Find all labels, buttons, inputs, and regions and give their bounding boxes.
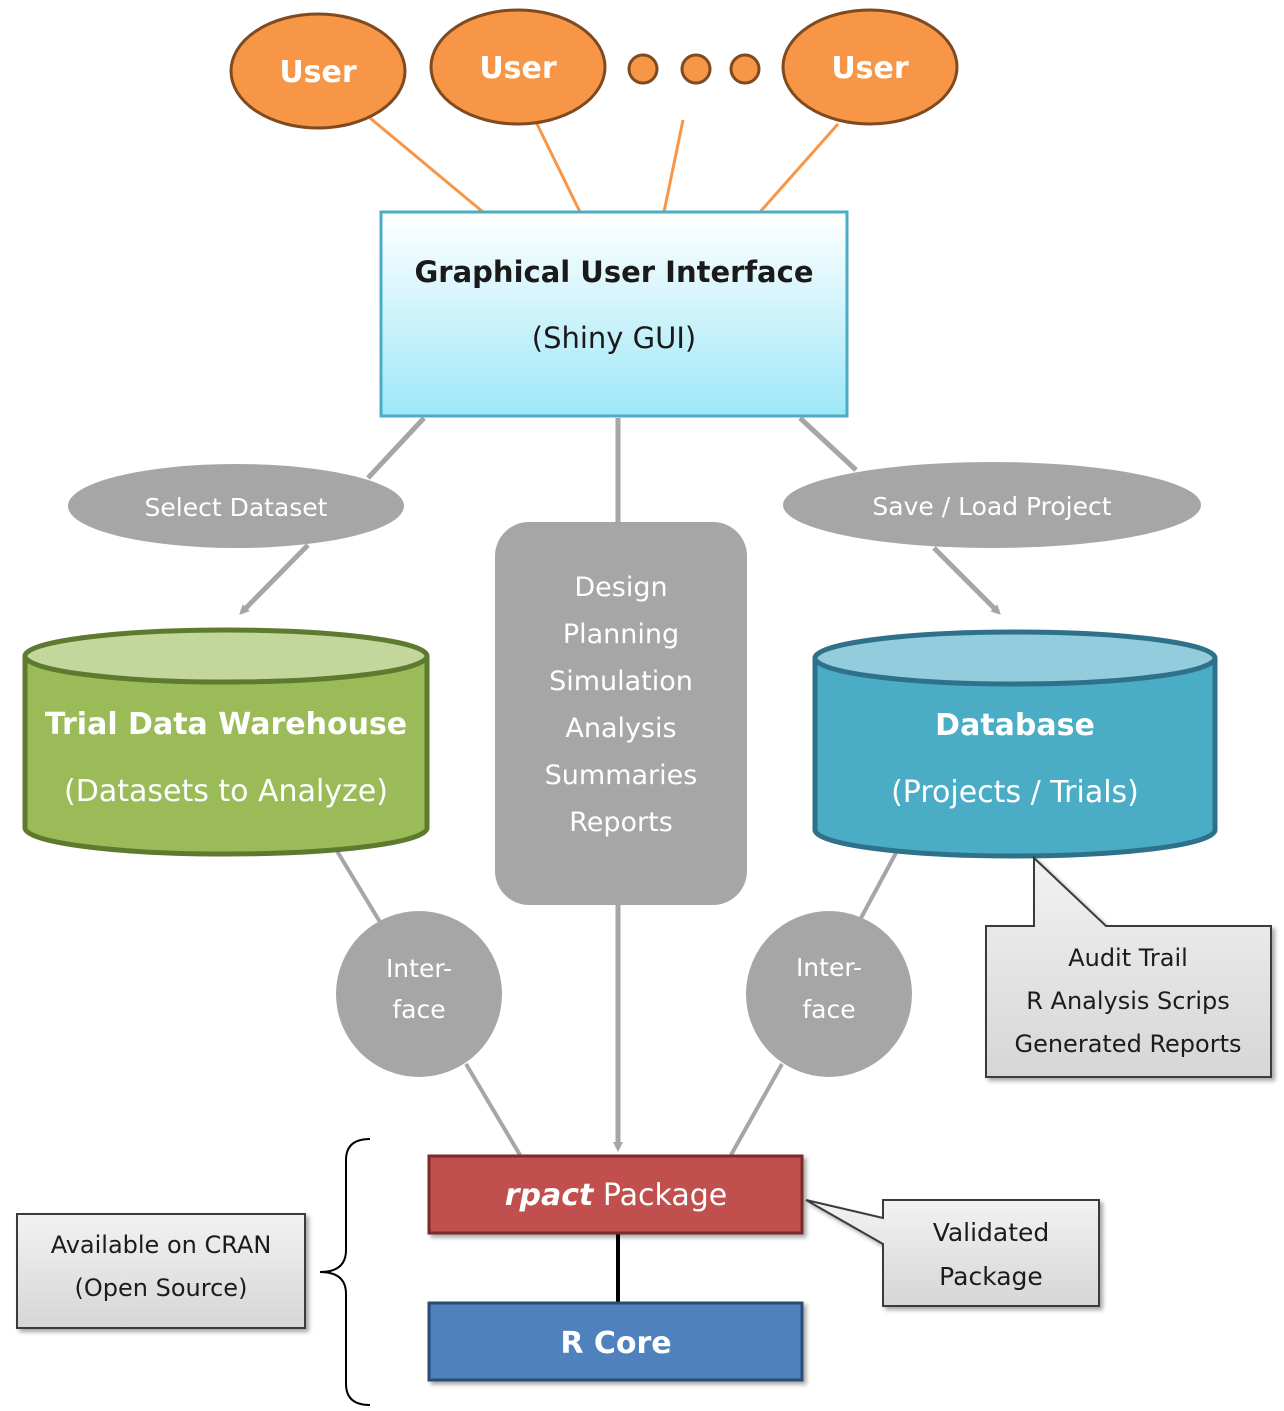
warehouse-subtitle: (Datasets to Analyze) <box>64 774 388 809</box>
user-node-1: User <box>229 12 407 130</box>
rpact-suffix: Package <box>593 1178 727 1213</box>
cran-line-1: Available on CRAN <box>51 1231 272 1259</box>
database-cylinder: Database (Projects / Trials) <box>812 629 1218 859</box>
interface-left-line2: face <box>392 995 445 1024</box>
gui-subtitle: (Shiny GUI) <box>532 321 696 355</box>
interface-right-line2: face <box>802 995 855 1024</box>
trial-data-warehouse-cylinder: Trial Data Warehouse (Datasets to Analyz… <box>22 627 430 857</box>
user-connectors <box>369 116 840 214</box>
user-label-3: User <box>831 51 909 86</box>
rpact-package-box: rpact Package <box>427 1154 804 1235</box>
user-node-3: User <box>781 8 959 126</box>
save-load-project-text: Save / Load Project <box>872 492 1111 521</box>
function-analysis: Analysis <box>565 713 676 744</box>
rpact-name: rpact <box>505 1178 595 1213</box>
function-simulation: Simulation <box>549 666 693 697</box>
user-label-1: User <box>279 55 357 90</box>
function-reports: Reports <box>569 807 673 838</box>
select-dataset-label: Select Dataset <box>68 464 404 548</box>
select-dataset-text: Select Dataset <box>145 493 328 522</box>
interface-node-left: Inter- face <box>336 911 502 1077</box>
database-title: Database <box>935 708 1095 743</box>
audit-line-2: R Analysis Scrips <box>1026 987 1230 1015</box>
gui-title: Graphical User Interface <box>414 255 813 289</box>
interface-node-right: Inter- face <box>746 911 912 1077</box>
function-planning: Planning <box>563 619 679 650</box>
audit-line-1: Audit Trail <box>1068 944 1188 972</box>
gray-connectors <box>239 416 1001 1157</box>
r-core-box: R Core <box>427 1301 804 1382</box>
database-subtitle: (Projects / Trials) <box>891 775 1139 810</box>
function-summaries: Summaries <box>545 760 698 791</box>
functions-box: Design Planning Simulation Analysis Summ… <box>495 522 747 905</box>
interface-left-line1: Inter- <box>386 954 452 983</box>
ellipsis-dots <box>627 53 761 85</box>
audit-callout: Audit Trail R Analysis Scrips Generated … <box>985 855 1272 1078</box>
curly-brace <box>319 1138 371 1406</box>
cran-line-2: (Open Source) <box>75 1274 248 1302</box>
audit-line-3: Generated Reports <box>1014 1030 1241 1058</box>
gui-box: Graphical User Interface (Shiny GUI) <box>379 210 849 418</box>
function-design: Design <box>574 572 667 603</box>
validated-callout: Validated Package <box>805 1199 1100 1307</box>
user-label-2: User <box>479 51 557 86</box>
validated-line-1: Validated <box>933 1218 1050 1247</box>
interface-right-line1: Inter- <box>796 953 862 982</box>
r-core-label: R Core <box>560 1326 671 1361</box>
user-node-2: User <box>429 8 607 126</box>
cran-callout: Available on CRAN (Open Source) <box>16 1213 306 1329</box>
warehouse-title: Trial Data Warehouse <box>45 707 407 742</box>
validated-line-2: Package <box>939 1262 1043 1291</box>
rpact-label: rpact Package <box>505 1178 728 1213</box>
save-load-project-label: Save / Load Project <box>783 462 1201 548</box>
